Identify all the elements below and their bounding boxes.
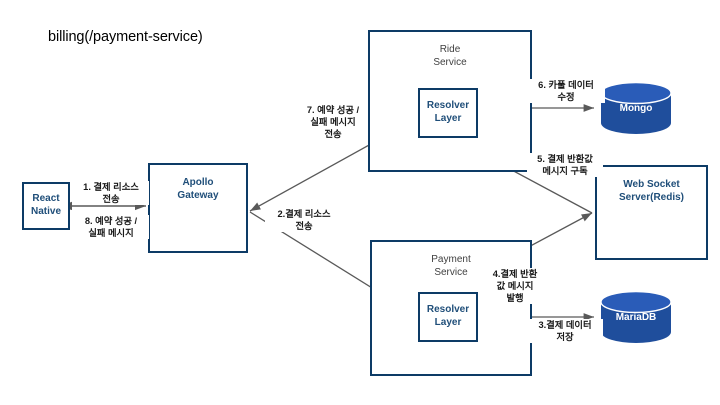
edge-label-step-1: 1. 결제 리소스 전송 [73, 181, 149, 206]
node-react-native[interactable]: React Native [22, 182, 70, 230]
node-websocket-server-label: Web Socket Server(Redis) [618, 179, 685, 203]
edge-label-step-3: 3.결제 데이터 저장 [527, 319, 603, 344]
node-mariadb[interactable]: MariaDB [600, 290, 672, 343]
edge-label-step-5: 5. 결제 반환값 메시지 구독 [527, 153, 603, 178]
node-payment-service-label: Payment Service [431, 254, 471, 278]
node-websocket-server[interactable]: Web Socket Server(Redis) [595, 165, 708, 260]
edge-label-step-2: 2.결제 리소스 전송 [265, 208, 343, 233]
database-cylinder-icon [600, 290, 672, 343]
node-apollo-gateway[interactable]: Apollo Gateway [148, 163, 248, 253]
node-payment-resolver-layer[interactable]: Resolver Layer [418, 292, 478, 342]
node-mongo-db[interactable]: Mongo [600, 81, 672, 134]
edge-label-step-6: 6. 카풀 데이터 수정 [527, 79, 605, 104]
node-apollo-gateway-label: Apollo Gateway [177, 177, 219, 201]
edge-label-step-4: 4.결제 반환 값 메시지 발행 [487, 268, 543, 305]
edge-label-step-7: 7. 예약 성공 / 실패 메시지 전송 [306, 105, 360, 140]
edge-label-step-8: 8. 예약 성공 / 실패 메시지 [73, 215, 149, 240]
node-payment-resolver-layer-label: Resolver Layer [426, 304, 470, 328]
node-react-native-label: React Native [30, 193, 61, 217]
node-ride-resolver-layer-label: Resolver Layer [426, 100, 470, 124]
database-cylinder-icon [600, 81, 672, 134]
node-ride-resolver-layer[interactable]: Resolver Layer [418, 88, 478, 138]
node-ride-service-label: Ride Service [433, 44, 467, 68]
page-title: billing(/payment-service) [48, 29, 203, 45]
